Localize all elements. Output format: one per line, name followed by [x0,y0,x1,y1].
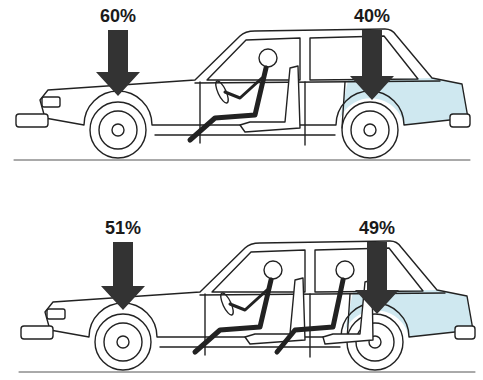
load-arrows [96,30,399,314]
load-arrow [101,242,145,310]
load-arrow [350,30,394,100]
weight-percentage: 49% [359,218,395,238]
load-arrow [355,242,399,314]
weight-percentage: 51% [105,218,141,238]
car-drawing [14,29,470,160]
car-drawing [19,241,475,372]
passenger-figure [277,261,373,352]
weight-percentage: 60% [100,6,136,26]
weight-percentage: 40% [354,6,390,26]
load-arrow [96,30,140,96]
